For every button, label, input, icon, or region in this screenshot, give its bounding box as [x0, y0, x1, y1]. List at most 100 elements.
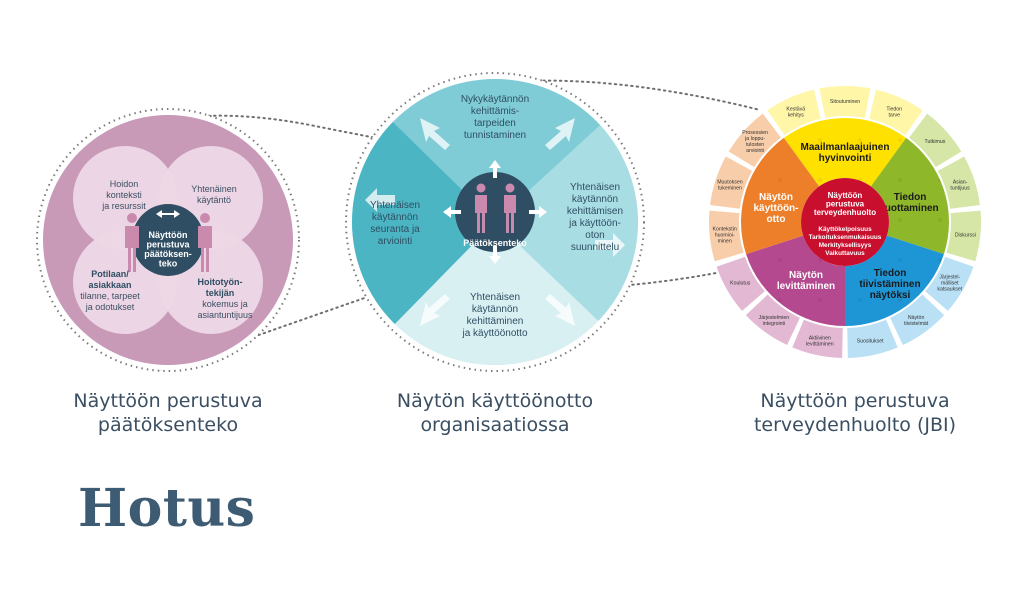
segment-text: Näytön	[759, 192, 793, 203]
outer-cell-text: tukeminen	[718, 186, 742, 192]
outer-cell-green	[909, 113, 962, 168]
middle-top-text: Nykykäytännönkehittämis-tarpeidentunnist…	[461, 94, 529, 141]
arrow-icon	[156, 210, 180, 218]
text-line: päätöksen-	[144, 249, 192, 259]
text-line: tarpeiden	[474, 118, 516, 129]
left-circle	[36, 108, 300, 372]
left-center-disc	[132, 204, 204, 276]
text-line: suunnittelu	[571, 242, 619, 253]
text-line: Yhtenäisen	[570, 182, 620, 193]
four-way-arrow-icon	[443, 160, 547, 264]
text-line: asiakkaan	[88, 280, 131, 290]
left-caption-line-1: Näyttöön perustuva	[73, 390, 263, 412]
center-item-text: Merkityksellisyys	[819, 242, 872, 249]
people-icon	[125, 213, 212, 272]
outer-cell-text: Asian-	[953, 180, 968, 186]
text-line: konteksti	[106, 190, 142, 200]
text-line: käytäntö	[197, 195, 231, 205]
outer-cell-text: minen	[718, 239, 732, 245]
outer-cell-label: Koulutus	[730, 281, 751, 287]
text-line: Hoitotyön-	[198, 277, 243, 287]
text-line: Yhtenäinen	[191, 184, 237, 194]
middle-caption: Näytön käyttöönotto organisaatiossa	[380, 389, 610, 437]
outer-cell-text: Suositukset	[857, 338, 884, 344]
middle-center-disc	[455, 172, 535, 252]
outer-cell-label: Sitoutuminen	[830, 99, 860, 105]
text-line: Yhtenäisen	[370, 200, 420, 211]
left-caption-line-2: päätöksenteko	[97, 414, 239, 436]
outer-cell-yellow	[869, 89, 923, 135]
outer-cell-magenta	[792, 319, 843, 358]
outer-cell-orange	[710, 156, 753, 209]
hotus-logo: Hotus	[78, 478, 256, 539]
center-title-text: Näyttöön	[828, 191, 863, 200]
outer-cell-label: Asian-tuntijuus	[950, 180, 970, 192]
outer-cell-text: Prosessien	[742, 130, 768, 136]
outer-cell-text: ja loppu-	[744, 136, 765, 142]
outer-cell-text: Kestävä	[786, 106, 805, 112]
outer-cell-magenta	[716, 256, 765, 311]
segment-text: käyttöön-	[754, 203, 799, 214]
text-line: ja käyttöönotto	[461, 328, 527, 339]
center-items: KäyttökelpoisuusTarkoituksenmukaisuusMer…	[809, 226, 882, 257]
text-line: seuranta ja	[370, 224, 420, 235]
segment-text: Näytön	[789, 270, 823, 281]
outer-cell-orange	[728, 113, 781, 168]
text-line: ja käyttöön-	[568, 218, 621, 229]
segment-text: otto	[767, 214, 786, 225]
outer-cell-text: Tiedon	[886, 106, 902, 112]
segment-text: hyvinvointi	[819, 153, 872, 164]
outer-cell-text: tiivistelmät	[904, 321, 929, 327]
outer-cell-text: Sitoutuminen	[830, 99, 860, 105]
outer-cell-text: tuntijuus	[950, 186, 970, 192]
text-line: tilanne, tarpeet	[80, 291, 140, 301]
text-line: kehittämisen	[567, 206, 623, 217]
text-line: teko	[159, 259, 178, 269]
outer-cell-text: Järjestel-	[939, 275, 960, 281]
center-title-text: perustuva	[826, 200, 865, 209]
text-line: ja resurssit	[101, 201, 146, 211]
text-line: käytännön	[472, 304, 518, 315]
outer-cell-blue	[847, 319, 898, 358]
text-line: perustuva	[146, 240, 190, 250]
text-line: kokemus ja	[202, 299, 248, 309]
text-line: ja odotukset	[85, 302, 135, 312]
middle-caption-line-1: Näytön käyttöönotto	[396, 390, 594, 412]
segment-text: tuottaminen	[881, 203, 938, 214]
center-item-text: Vaikuttavuus	[825, 250, 865, 257]
text-line: kehittämis-	[471, 106, 519, 117]
outer-cell-green	[946, 210, 981, 262]
outer-cell-text: mälliset	[941, 281, 959, 287]
outer-cell-text: Koulutus	[730, 281, 751, 287]
outer-cell-label: Suositukset	[857, 338, 884, 344]
outer-cell-blue	[890, 294, 945, 346]
outer-cell-text: Näytön	[908, 315, 925, 321]
middle-circle	[345, 72, 645, 372]
segment-text: Tiedon	[894, 192, 927, 203]
segment-text: levittäminen	[777, 281, 835, 292]
outer-cell-green	[937, 156, 980, 209]
segment-text: Tiedon	[874, 268, 907, 279]
outer-cell-label: Diskurssi	[955, 233, 976, 239]
text-line: käytännön	[372, 212, 418, 223]
text-line: asiantuntijuus	[197, 310, 253, 320]
center-title-text: terveydenhuolto	[814, 208, 876, 217]
